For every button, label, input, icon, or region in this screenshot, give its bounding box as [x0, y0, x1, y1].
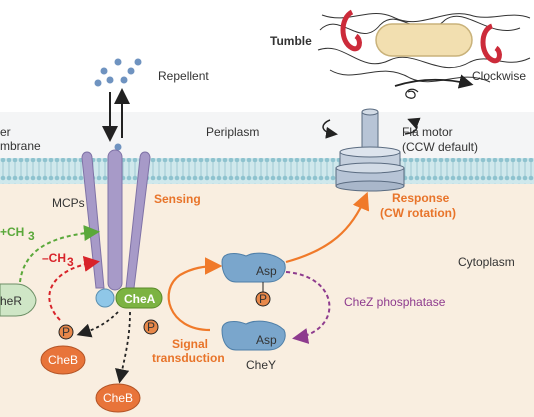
cher-protein [0, 283, 37, 317]
cheb-label-2: CheB [103, 391, 133, 405]
outer-membrane-label-2: mbrane [0, 139, 41, 153]
chey-phosphate [255, 291, 271, 307]
rotation-left-icon [340, 9, 362, 52]
cheb-protein-1 [40, 345, 86, 375]
mcps-label: MCPs [52, 196, 85, 210]
bacterium-body [375, 23, 473, 57]
tumble-illustration [317, 9, 531, 99]
tumble-label: Tumble [270, 34, 312, 48]
signal-label-2: transduction [152, 351, 225, 365]
cheb-phosphate [58, 324, 74, 340]
fla-motor-label-1: Fla motor [402, 125, 453, 139]
response-label-1: Response [392, 191, 450, 205]
chey-p-protein [221, 252, 286, 283]
clockwise-arrow-icon [394, 74, 474, 89]
cytoplasm-label: Cytoplasm [458, 255, 515, 269]
response-arrow [285, 191, 370, 264]
repellent-molecules [94, 58, 142, 151]
clockwise-label: Clockwise [472, 69, 526, 83]
signal-label-1: Signal [172, 337, 208, 351]
cheb-phosphate-label: P [62, 325, 70, 339]
chey-phosphate-label: P [259, 292, 267, 306]
rotation-right-icon [480, 23, 502, 64]
asp-label-1: Asp [256, 264, 277, 278]
cheb-protein-2 [95, 383, 141, 413]
methylation-arrow [19, 225, 100, 283]
response-label-2: (CW rotation) [380, 206, 456, 220]
chez-arrow [285, 271, 331, 344]
membrane-band [0, 158, 534, 184]
chea-phosphate-label: P [147, 320, 155, 334]
periplasm-label: Periplasm [206, 125, 259, 139]
chez-label: CheZ phosphatase [344, 295, 446, 309]
plus-ch3-label: +CH [0, 225, 24, 239]
mcp-receptor [81, 149, 151, 291]
asp-label-2: Asp [256, 333, 277, 347]
cheb-dephospho-arrow [115, 311, 131, 384]
periplasm-region [0, 112, 534, 158]
minus-ch3-sub: 3 [67, 255, 74, 269]
chew-protein [95, 288, 115, 308]
plus-ch3-sub: 3 [28, 229, 35, 243]
chea-label: CheA [124, 292, 156, 306]
minus-ch3-label: –CH [42, 251, 66, 265]
flagellar-motor [322, 108, 421, 192]
cheb-label-1: CheB [48, 353, 78, 367]
chey-label: CheY [246, 358, 276, 372]
chey-protein [221, 320, 286, 351]
outer-membrane-label-1: er [0, 125, 11, 139]
chea-to-cheb-arrow [76, 311, 119, 338]
chea-protein [115, 287, 163, 309]
cher-label: heR [0, 294, 22, 308]
demethylation-arrow [48, 256, 100, 321]
chea-phosphate [143, 319, 159, 335]
fla-motor-label-2: (CCW default) [402, 140, 478, 154]
sensing-label: Sensing [154, 192, 201, 206]
signal-transduction-arrow [167, 257, 223, 332]
repellent-label: Repellent [158, 69, 209, 83]
